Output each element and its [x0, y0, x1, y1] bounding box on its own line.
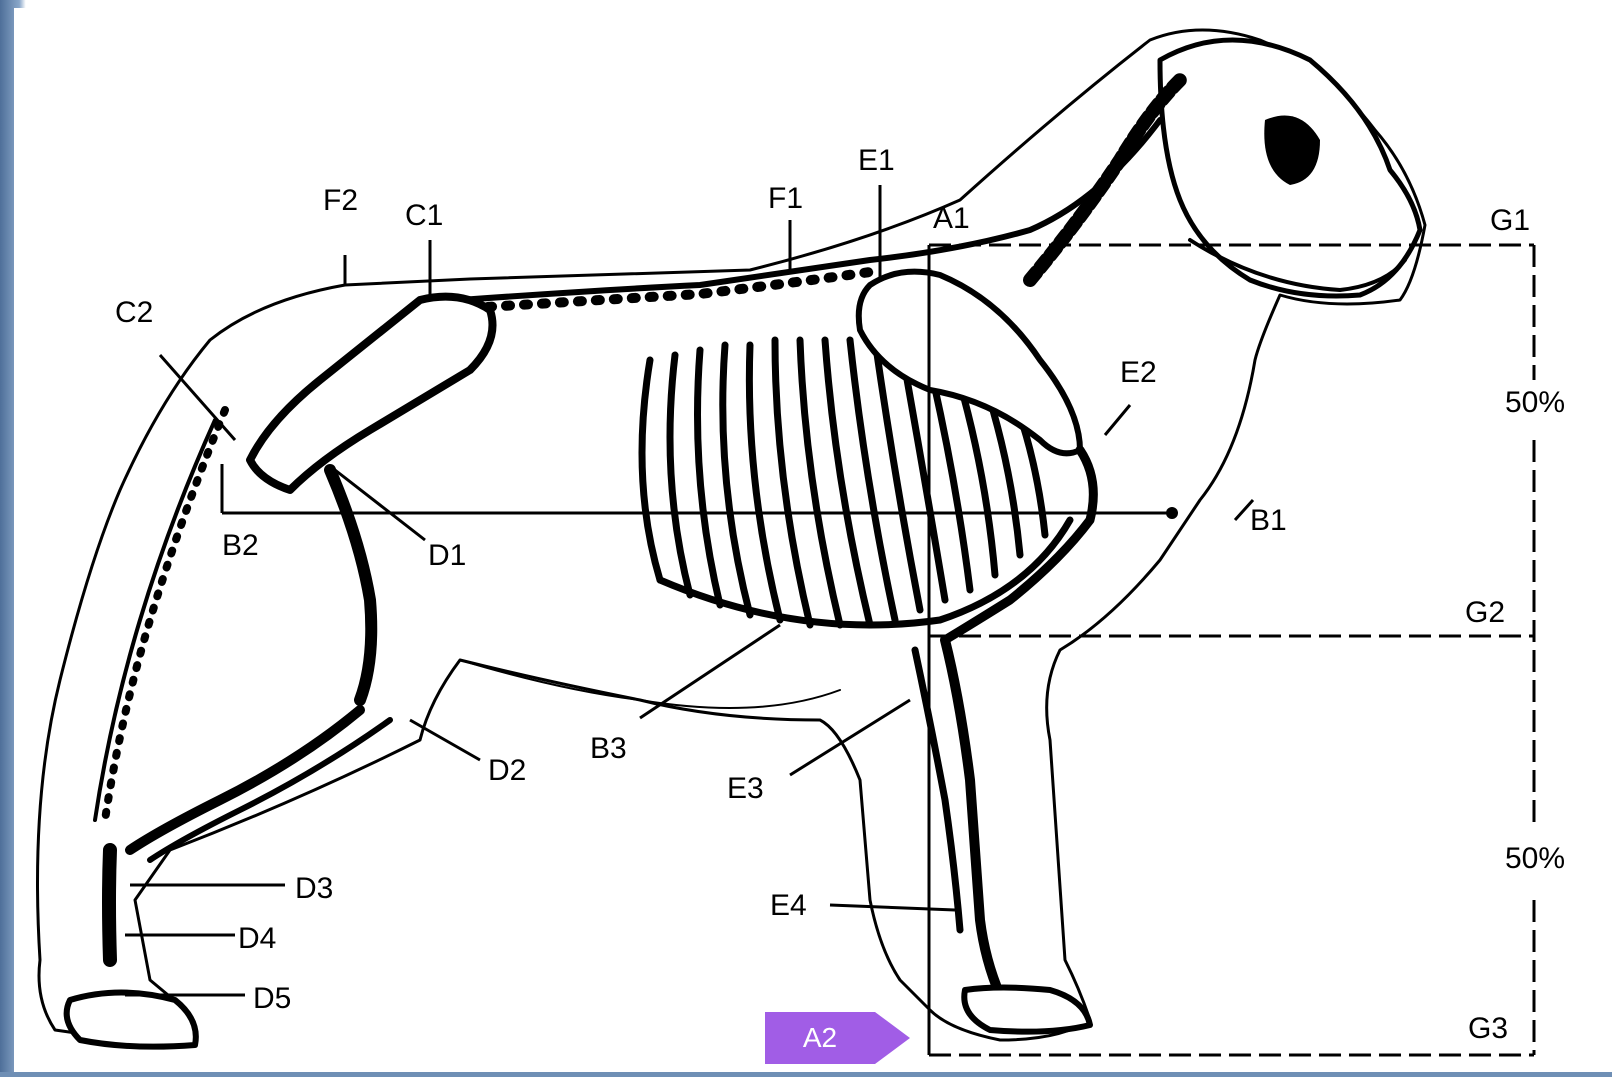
label-pct-lower: 50%	[1505, 842, 1565, 875]
label-g3: G3	[1468, 1012, 1508, 1045]
label-f2: F2	[323, 184, 358, 217]
label-g1: G1	[1490, 204, 1530, 237]
hind-paw	[67, 993, 196, 1047]
dog-skeleton-diagram: F2 C1 C2 B2 D1 D2 D3 D4 D5 B3 E3 E4 F1 E…	[14, 8, 1612, 1072]
tibia-2	[150, 720, 390, 860]
label-e3: E3	[727, 772, 764, 805]
a2-pointer-tag: A2	[765, 1012, 910, 1064]
label-e1: E1	[858, 144, 895, 177]
belly-line	[460, 660, 840, 708]
pelvis	[250, 297, 493, 490]
label-b1: B1	[1250, 504, 1287, 537]
tibia	[130, 710, 360, 850]
a2-tag-arrow-icon	[875, 1012, 910, 1064]
a2-tag-label: A2	[765, 1012, 875, 1064]
label-pct-upper: 50%	[1505, 386, 1565, 419]
label-b2: B2	[222, 529, 259, 562]
b1-marker	[1166, 507, 1178, 519]
label-f1: F1	[768, 182, 803, 215]
femur	[330, 470, 371, 700]
label-d1: D1	[428, 539, 466, 572]
spine	[460, 120, 1160, 300]
label-b3: B3	[590, 732, 627, 765]
tail-dots	[105, 410, 225, 820]
label-d4: D4	[238, 922, 276, 955]
label-d3: D3	[295, 872, 333, 905]
label-g2: G2	[1465, 596, 1505, 629]
label-d5: D5	[253, 982, 291, 1015]
front-leg-bones	[945, 640, 1000, 995]
label-c2: C2	[115, 296, 153, 329]
neck-vertebrae	[1030, 80, 1180, 280]
label-d2: D2	[488, 754, 526, 787]
skeleton-drawing: F2 C1 C2 B2 D1 D2 D3 D4 D5 B3 E3 E4 F1 E…	[14, 8, 1612, 1072]
label-e4: E4	[770, 889, 807, 922]
label-a1: A1	[933, 202, 970, 235]
label-c1: C1	[405, 199, 443, 232]
front-paw	[964, 988, 1090, 1032]
hock-bones	[109, 850, 110, 960]
label-e2: E2	[1120, 356, 1157, 389]
